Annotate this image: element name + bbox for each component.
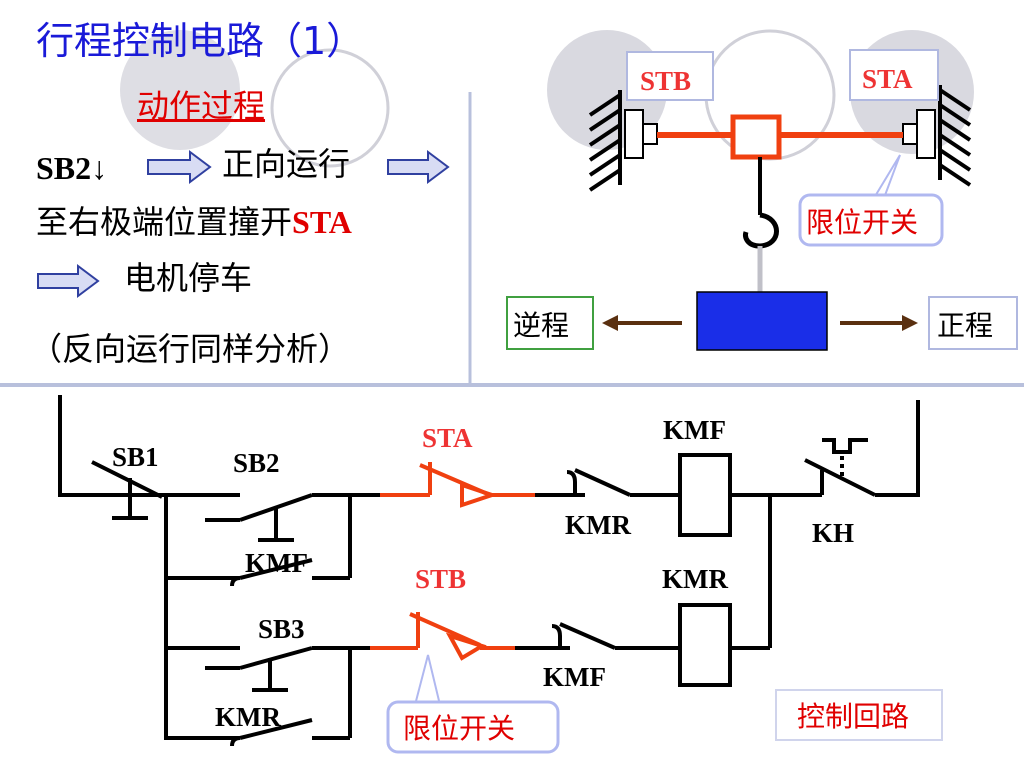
right-arrow-icon — [37, 264, 100, 298]
kmr-interlock-contact-icon — [565, 468, 631, 497]
sb2-switch-icon — [205, 493, 313, 542]
sb1-label: SB1 — [112, 442, 159, 472]
left-arrow-icon — [602, 315, 682, 331]
sta-switch-icon — [902, 109, 936, 159]
carriage-block — [696, 291, 828, 351]
kmr-interlock-label: KMR — [565, 510, 631, 540]
page-title: 行程控制电路（1） — [36, 19, 365, 63]
step-text: 至右极端位置撞开STA — [36, 206, 352, 238]
sb1-switch-icon — [91, 460, 163, 520]
kh-label: KH — [812, 518, 854, 548]
stb-limit-contact-icon — [370, 612, 515, 661]
sta-limit-contact-icon — [380, 462, 535, 508]
limit-switch-callout: 限位开关 — [798, 154, 944, 247]
sb2-label: SB2 — [233, 448, 280, 478]
limit-switch-bottom-label: 限位开关 — [403, 712, 515, 745]
sta-circuit-label: STA — [422, 423, 473, 453]
stb-switch-icon — [624, 109, 658, 159]
kmr-seal-label: KMR — [215, 702, 281, 732]
sb3-switch-icon — [205, 646, 313, 692]
limit-switch-label: 限位开关 — [806, 206, 918, 239]
kmr-coil-label: KMR — [662, 564, 728, 594]
stb-label: STB — [640, 66, 691, 96]
kmf-seal-label: KMF — [245, 548, 308, 578]
left-wall-icon — [588, 90, 622, 192]
forward-run-text: 正向运行 — [222, 145, 351, 183]
forward-box — [928, 296, 1018, 350]
right-arrow-icon — [147, 150, 212, 184]
right-arrow-icon — [840, 315, 918, 331]
kmr-seal-contact-icon — [205, 718, 313, 747]
circuit-wires — [58, 395, 920, 740]
sta-label-box — [849, 49, 939, 101]
kmr-coil — [678, 603, 732, 687]
hook-icon — [743, 157, 779, 292]
stb-circuit-label: STB — [415, 564, 466, 594]
right-arrow-icon — [387, 150, 450, 184]
right-wall-icon — [938, 85, 972, 187]
stb-label-box — [626, 51, 714, 101]
control-loop-label: 控制回路 — [797, 700, 909, 733]
sta-label: STA — [862, 64, 913, 94]
kmf-interlock-label: KMF — [543, 662, 606, 692]
reverse-analysis-note: （反向运行同样分析） — [30, 330, 351, 368]
trolley-block — [730, 114, 782, 160]
sb3-label: SB3 — [258, 614, 305, 644]
reverse-box — [506, 296, 594, 350]
kmf-coil-label: KMF — [663, 415, 726, 445]
forward-label: 正程 — [937, 309, 993, 342]
section-subtitle: 动作过程 — [137, 87, 266, 125]
control-loop-box — [775, 689, 943, 741]
step-text-main: 至右极端位置撞开 — [36, 203, 293, 241]
limit-switch-callout-bottom: 限位开关 — [386, 654, 560, 754]
reverse-label: 逆程 — [513, 309, 569, 342]
step-text-sta: STA — [292, 204, 352, 240]
motor-stop-text: 电机停车 — [124, 259, 253, 297]
kmf-interlock-contact-icon — [550, 622, 616, 650]
kmf-coil — [678, 453, 732, 537]
kh-contact-icon — [804, 438, 876, 497]
kmf-seal-contact-icon — [205, 558, 313, 587]
sb2-press-label: SB2↓ — [36, 150, 108, 186]
